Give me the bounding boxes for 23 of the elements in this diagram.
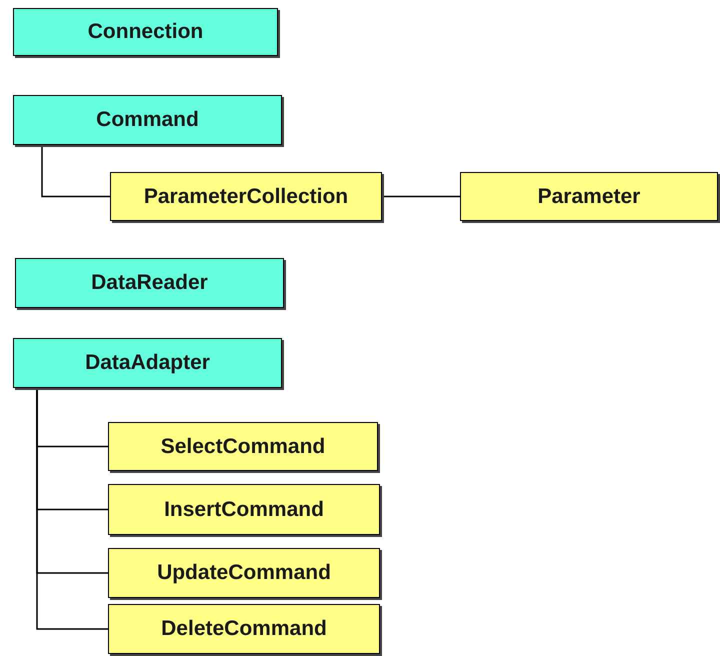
connector-line bbox=[382, 196, 460, 198]
class-box bbox=[108, 484, 380, 535]
class-name: InsertCommand bbox=[164, 496, 324, 523]
class-name: Parameter bbox=[538, 184, 640, 210]
connector-line bbox=[36, 388, 108, 630]
class-name: DeleteCommand bbox=[161, 616, 327, 642]
class-name: UpdateCommand bbox=[157, 560, 331, 586]
class-box bbox=[13, 95, 282, 145]
class-box bbox=[108, 604, 380, 654]
class-name: ParameterCollection bbox=[144, 184, 348, 210]
class-box bbox=[108, 548, 380, 598]
class-box bbox=[460, 172, 718, 221]
class-name: Command bbox=[96, 107, 199, 134]
class-box bbox=[13, 8, 278, 56]
class-box bbox=[13, 338, 282, 388]
class-name: DataReader bbox=[91, 270, 208, 296]
class-name: Connection bbox=[88, 19, 204, 46]
connector-line bbox=[41, 145, 110, 198]
class-box bbox=[15, 258, 284, 308]
class-box bbox=[110, 172, 382, 221]
class-name: DataAdapter bbox=[85, 350, 210, 376]
class-name: SelectCommand bbox=[160, 434, 326, 460]
class-box bbox=[108, 422, 378, 471]
